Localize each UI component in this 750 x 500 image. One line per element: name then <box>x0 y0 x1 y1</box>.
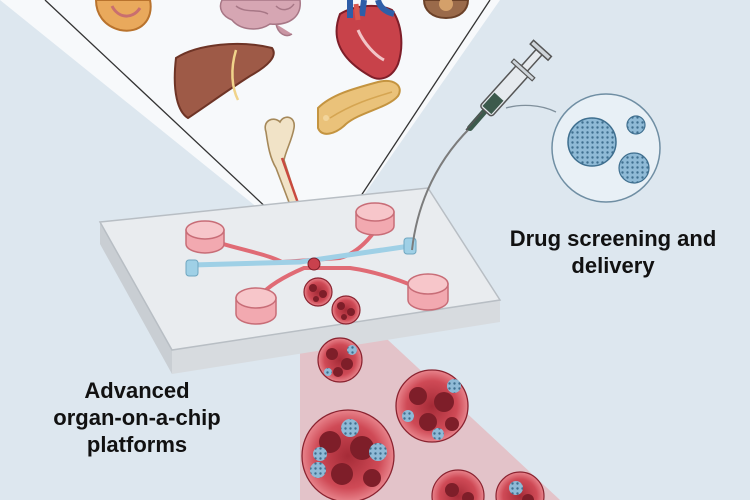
drug-screening-label: Drug screening and delivery <box>488 226 738 280</box>
heart-icon <box>335 0 403 80</box>
liver-icon <box>173 42 275 120</box>
organ-on-chip-label-line-3: platforms <box>86 431 188 457</box>
syringe-icon <box>411 39 553 251</box>
nanoparticle-icon <box>551 93 661 203</box>
brain-icon <box>219 0 301 37</box>
tumor-spheroid-icon <box>301 277 545 500</box>
organ-on-chip-label: Advanced organ-on-a-chip platforms <box>22 378 252 458</box>
organ-on-chip-label-line-1: Advanced <box>84 378 190 403</box>
drug-screening-label-line-2: delivery <box>571 252 655 278</box>
organ-chip-icon <box>98 187 502 374</box>
drug-screening-label-line-1: Drug screening and <box>509 226 717 251</box>
kidney-icon <box>94 0 152 32</box>
callout-connector <box>505 104 557 113</box>
bladder-icon <box>422 0 470 20</box>
pancreas-icon <box>317 80 401 135</box>
organ-on-chip-label-line-2: organ-on-a-chip <box>53 404 221 430</box>
